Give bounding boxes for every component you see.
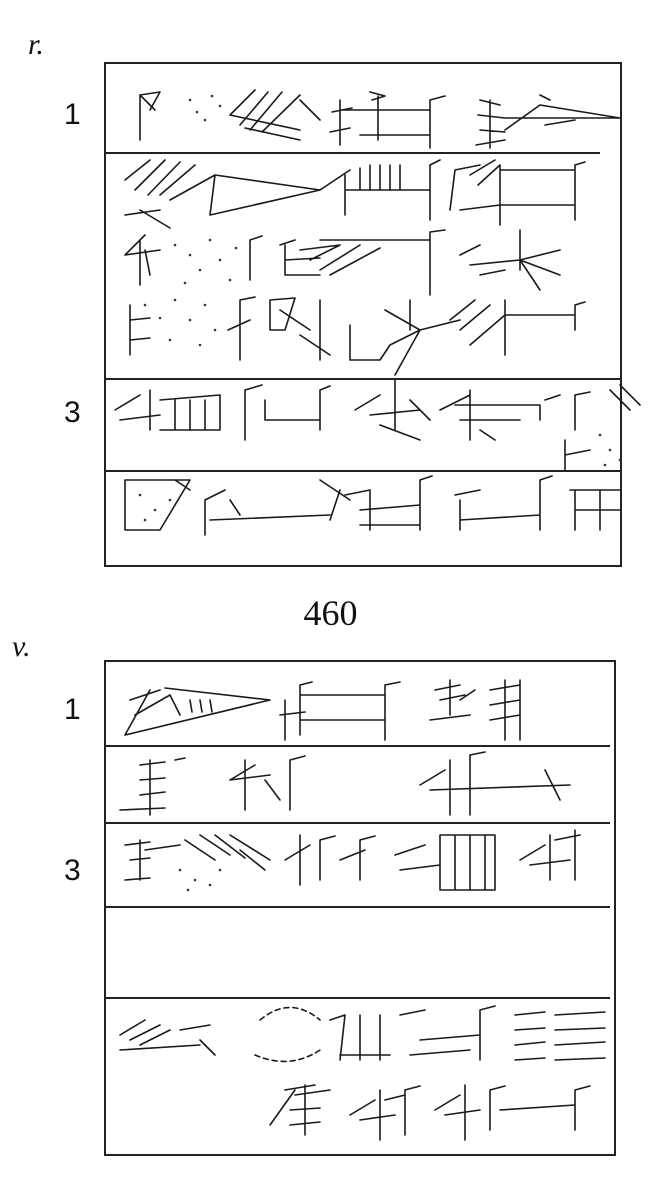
reverse-line-number-3: 3	[64, 854, 81, 887]
reverse-panel	[104, 660, 616, 1156]
reverse-divider-1	[106, 745, 610, 747]
obverse-divider-1	[106, 152, 600, 154]
reverse-label: v.	[12, 630, 31, 663]
obverse-cuneiform-drawing	[114, 89, 641, 536]
reverse-divider-2	[106, 822, 610, 824]
obverse-label: r.	[28, 28, 44, 61]
obverse-panel	[104, 62, 622, 567]
obverse-divider-2	[106, 378, 620, 380]
tablet-number: 460	[303, 593, 358, 633]
obverse-divider-3	[106, 470, 620, 472]
reverse-divider-4	[106, 997, 610, 999]
obverse-line-number-1: 1	[64, 98, 81, 131]
obverse-line-number-3: 3	[64, 396, 81, 429]
reverse-line-number-1: 1	[64, 693, 81, 726]
reverse-divider-3	[106, 906, 610, 908]
